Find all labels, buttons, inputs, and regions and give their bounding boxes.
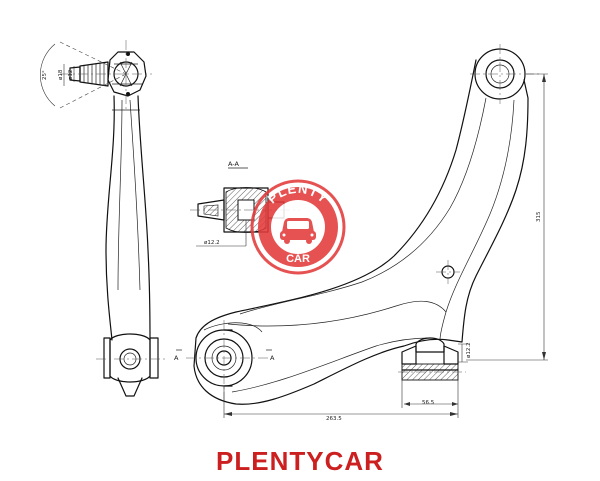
watermark-bottom-text: CAR bbox=[286, 253, 310, 265]
arm-outer-contour bbox=[193, 59, 529, 405]
section-a-a: A-A ø12.2 bbox=[190, 160, 300, 247]
section-marker-left: A bbox=[174, 354, 179, 362]
angle-dimension: 25° ø18 ø12 bbox=[39, 40, 152, 110]
rear-bushing bbox=[398, 337, 466, 381]
control-arm-front: A A bbox=[174, 44, 540, 405]
arm-side-profile bbox=[105, 95, 151, 341]
section-bore-label: ø12.2 bbox=[204, 240, 220, 246]
stud-inner-dia-label: ø12 bbox=[68, 70, 74, 80]
angle-label: 25° bbox=[42, 70, 48, 80]
length-dimension-label: 263.5 bbox=[326, 416, 342, 422]
dimension-lines: 315 ø12.2 263.5 56.5 bbox=[223, 73, 548, 422]
car-icon bbox=[280, 218, 316, 244]
section-title: A-A bbox=[228, 160, 240, 168]
stud-outer-dia-label: ø18 bbox=[58, 69, 64, 80]
height-dimension-label: 315 bbox=[536, 211, 542, 222]
side-view: 25° ø18 ø12 bbox=[39, 40, 166, 397]
plentycar-watermark: PLENTY CAR bbox=[250, 179, 346, 275]
brand-title: PLENTYCAR bbox=[216, 446, 384, 476]
rear-bushing-bore-label: ø12.2 bbox=[466, 342, 472, 358]
bushing-side bbox=[96, 333, 166, 397]
section-marker-right: A bbox=[270, 354, 275, 362]
bushing-width-label: 56.5 bbox=[422, 400, 435, 406]
front-bushing: A A bbox=[174, 320, 275, 400]
